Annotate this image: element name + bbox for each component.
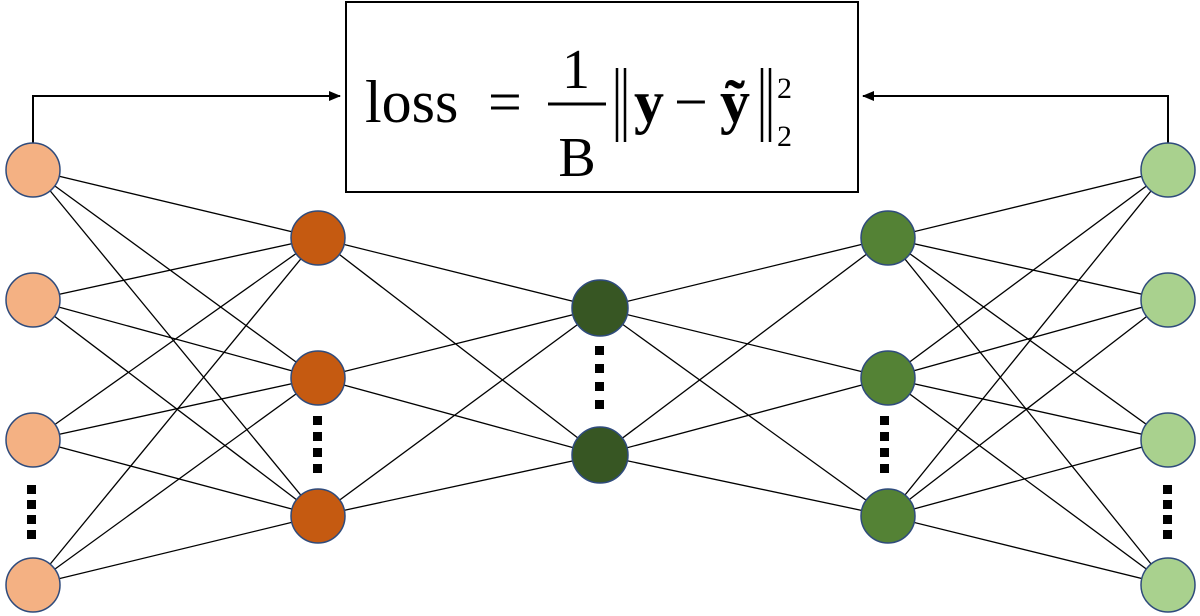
latent-node-1 <box>571 279 629 337</box>
edge-latent-1-to-decoder-3 <box>599 307 889 517</box>
edge-decoder-3-to-output-1 <box>887 169 1169 517</box>
norm-superscript: 2 <box>777 72 792 105</box>
norm-left-bars <box>615 68 627 142</box>
edge-decoder-3-to-output-3 <box>887 439 1169 517</box>
fraction-denominator: B <box>558 127 595 189</box>
edge-input-3-to-encoder-3 <box>32 439 319 517</box>
edge-input-2-to-encoder-1 <box>32 237 319 301</box>
output-node-1 <box>1140 142 1196 198</box>
edge-latent-2-to-decoder-1 <box>599 237 889 456</box>
y-tilde-vector: ỹ <box>720 69 750 135</box>
edge-latent-1-to-decoder-2 <box>599 307 889 379</box>
norm-subscript: 2 <box>777 120 792 153</box>
edge-input-1-to-encoder-1 <box>32 169 319 239</box>
edge-encoder-2-to-latent-2 <box>317 377 601 456</box>
encoder-node-1 <box>290 210 346 266</box>
encoder-node-3 <box>290 488 346 544</box>
decoder-node-3 <box>860 488 916 544</box>
loss-label: loss <box>365 69 458 135</box>
edge-input-4-to-encoder-1 <box>32 237 319 586</box>
network-nodes <box>5 142 1196 613</box>
y-vector: y <box>634 69 664 135</box>
edge-input-1-to-encoder-3 <box>32 169 319 517</box>
encoder-node-2 <box>290 350 346 406</box>
input-node-2 <box>5 272 61 328</box>
encoder-layer-ellipsis <box>313 416 322 473</box>
edge-input-2-to-encoder-3 <box>32 299 319 517</box>
formula-frame <box>345 1 859 193</box>
edge-latent-2-to-decoder-3 <box>599 454 889 517</box>
loss-formula-box: loss = 1 B y − ỹ 2 2 <box>345 1 859 193</box>
output-node-4 <box>1140 557 1196 613</box>
edge-decoder-1-to-output-4 <box>887 237 1169 586</box>
decoder-layer-ellipsis <box>880 416 889 473</box>
edge-latent-2-to-decoder-2 <box>599 377 889 456</box>
edge-encoder-1-to-latent-1 <box>317 237 601 309</box>
edge-decoder-1-to-output-2 <box>887 237 1169 301</box>
connection-edges <box>32 169 1169 586</box>
input-node-1 <box>5 142 61 198</box>
fraction-numerator: 1 <box>562 39 590 101</box>
input-node-4 <box>5 557 61 613</box>
edge-decoder-2-to-output-2 <box>887 299 1169 379</box>
edge-decoder-2-to-output-3 <box>887 377 1169 441</box>
output-to-loss-arrow <box>862 91 1169 150</box>
edge-encoder-3-to-latent-2 <box>317 454 601 517</box>
edge-encoder-3-to-latent-1 <box>317 307 601 517</box>
output-node-2 <box>1140 272 1196 328</box>
continuation-dots <box>27 346 1172 539</box>
edge-input-1-to-encoder-2 <box>32 169 319 379</box>
output-layer-ellipsis <box>1163 485 1172 539</box>
edge-decoder-2-to-output-1 <box>887 169 1169 379</box>
edge-decoder-3-to-output-4 <box>887 515 1169 586</box>
decoder-node-1 <box>860 210 916 266</box>
edge-input-4-to-encoder-2 <box>32 377 319 586</box>
equals-sign: = <box>488 69 522 135</box>
latent-layer-ellipsis <box>595 346 604 409</box>
edge-encoder-2-to-latent-1 <box>317 307 601 379</box>
edge-input-3-to-encoder-2 <box>32 377 319 441</box>
output-node-3 <box>1140 412 1196 468</box>
edge-input-4-to-encoder-3 <box>32 515 319 586</box>
input-to-loss-arrow <box>32 91 341 150</box>
decoder-node-2 <box>860 350 916 406</box>
edge-decoder-3-to-output-2 <box>887 299 1169 517</box>
edge-decoder-1-to-output-1 <box>887 169 1169 239</box>
edge-encoder-1-to-latent-2 <box>317 237 601 456</box>
input-layer-ellipsis <box>27 485 36 539</box>
minus-sign: − <box>674 69 708 135</box>
edge-decoder-2-to-output-4 <box>887 377 1169 586</box>
input-node-3 <box>5 412 61 468</box>
edge-input-3-to-encoder-1 <box>32 237 319 441</box>
norm-right-bars <box>760 68 772 142</box>
latent-node-2 <box>571 426 629 484</box>
edge-latent-1-to-decoder-1 <box>599 237 889 309</box>
